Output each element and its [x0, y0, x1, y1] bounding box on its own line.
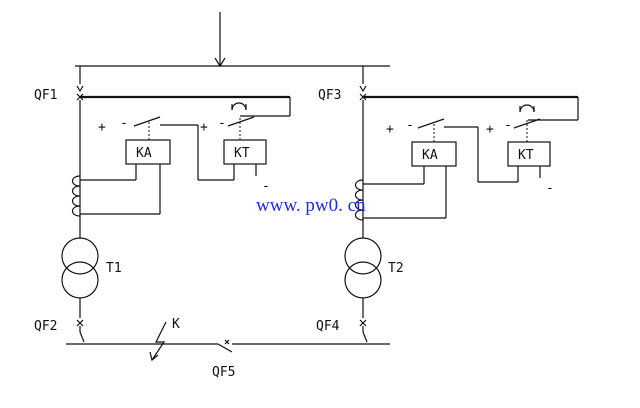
- label-ka-left: KA: [136, 146, 152, 161]
- plus-ka-left: +: [98, 120, 106, 135]
- breaker-qf5: [217, 339, 233, 353]
- label-ka-right: KA: [422, 148, 438, 163]
- minus-ka-right: -: [406, 118, 414, 133]
- relay-kt-right: [507, 141, 551, 167]
- plus-kt-left: +: [200, 120, 208, 135]
- label-qf4: QF4: [316, 319, 340, 334]
- minus-kt-left: -: [218, 116, 226, 131]
- label-fault-k: K: [172, 317, 180, 332]
- label-kt-left: KT: [234, 146, 250, 161]
- incoming-feed: [214, 12, 226, 68]
- label-qf5: QF5: [212, 365, 235, 380]
- label-t1: T1: [106, 261, 122, 276]
- transformer-t2: [344, 237, 382, 299]
- plus-ka-right: +: [386, 122, 394, 137]
- current-transformer-right: [354, 179, 364, 221]
- left-circuit: QF1 + - KA + - KT: [34, 66, 291, 343]
- current-transformer-left: [71, 175, 81, 217]
- label-qf2: QF2: [34, 319, 57, 334]
- label-qf1: QF1: [34, 88, 57, 103]
- minus-ka-left: -: [120, 116, 128, 131]
- relay-ka-left: [125, 139, 171, 165]
- breaker-qf4: [359, 319, 367, 327]
- relay-ka-right: [411, 141, 457, 167]
- transformer-t1: [61, 237, 99, 299]
- right-circuit: QF3 + - KA + - KT -: [316, 66, 579, 343]
- breaker-qf2: [76, 319, 84, 327]
- time-delay-symbol-right: [519, 104, 535, 113]
- fault-arrow-icon: [149, 321, 167, 362]
- minus-kt-supply-left: -: [262, 179, 270, 194]
- label-qf3: QF3: [318, 88, 341, 103]
- relay-kt-left: [223, 139, 267, 165]
- watermark: www. pw0. cn: [256, 195, 366, 216]
- time-delay-symbol-left: [231, 102, 247, 111]
- plus-kt-right: +: [486, 122, 494, 137]
- label-t2: T2: [388, 261, 404, 276]
- label-kt-right: KT: [518, 148, 534, 163]
- minus-kt-right: -: [504, 118, 512, 133]
- minus-kt-supply-right: -: [546, 181, 554, 196]
